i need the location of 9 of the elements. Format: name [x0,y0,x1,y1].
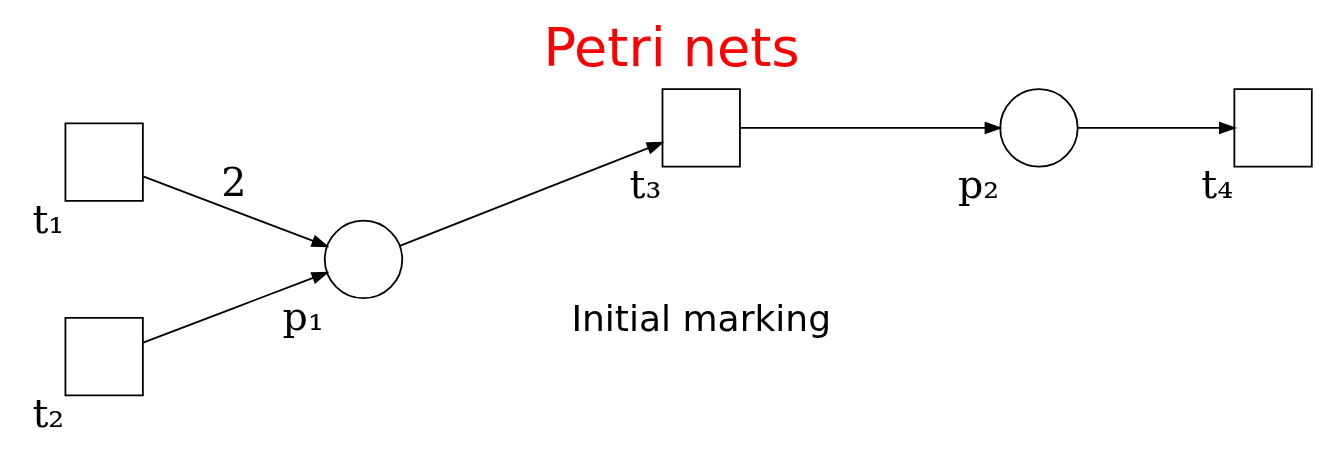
node-label: t₂ [31,390,64,437]
edge-label: 2 [220,158,246,205]
node-label: t₃ [628,161,661,208]
node-label: t₁ [31,195,64,242]
diagram-title: Petri nets [542,15,800,79]
node-label: t₄ [1200,161,1233,208]
node-label: p₁ [282,292,324,339]
node-label: p₂ [957,161,999,208]
label: Initial marking [570,298,831,340]
